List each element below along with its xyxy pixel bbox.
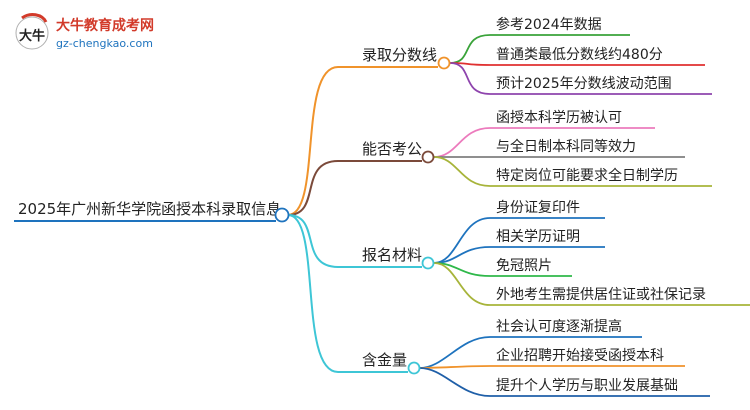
leaf-node-label: 相关学历证明 (496, 229, 580, 245)
leaf-connector (433, 262, 491, 306)
leaf-connector (433, 156, 491, 187)
leaf-node-label: 社会认可度逐渐提高 (496, 318, 622, 335)
leaf-connector (419, 336, 491, 369)
leaf-node-label: 函授本科学历被认可 (496, 110, 622, 126)
logo-mark-text: 大牛 (19, 28, 45, 44)
root-node-label: 2025年广州新华学院函授本科录取信息 (18, 200, 281, 218)
branch-connector (287, 214, 339, 373)
leaf-node-label: 外地考生需提供居住证或社保记录 (496, 287, 706, 303)
leaf-node-label: 身份证复印件 (496, 199, 580, 216)
logo-url: gz-chengkao.com (56, 37, 153, 50)
branch-node-label: 录取分数线 (362, 46, 437, 64)
leaf-node-label: 与全日制本科同等效力 (496, 138, 636, 155)
leaf-connector (433, 217, 491, 264)
leaf-node-label: 免冠照片 (496, 258, 552, 274)
branch-knot-icon (421, 256, 435, 270)
branch-knot-icon (437, 56, 451, 70)
logo-mark-icon (15, 16, 49, 50)
branch-node-label: 含金量 (362, 351, 407, 369)
leaf-connector (419, 367, 491, 397)
branch-knot-icon (407, 361, 421, 375)
leaf-connector (449, 34, 491, 64)
branch-connector (287, 160, 339, 216)
root-knot-icon (274, 207, 290, 223)
logo: 大牛 大牛教育成考网 gz-chengkao.com (15, 13, 154, 50)
leaf-connector (433, 127, 491, 158)
leaf-node-label: 参考2024年数据 (496, 16, 602, 33)
leaf-node-label: 提升个人学历与职业发展基础 (496, 377, 678, 394)
leaf-connector (449, 62, 491, 95)
branch-knot-icon (421, 150, 435, 164)
leaf-node-label: 普通类最低分数线约480分 (496, 47, 663, 63)
branch-node-label: 报名材料 (362, 246, 422, 264)
branch-connector (287, 66, 339, 216)
logo-swoosh-icon (21, 13, 48, 23)
leaf-node-label: 特定岗位可能要求全日制学历 (496, 167, 678, 184)
branch-connector (287, 214, 339, 268)
leaf-node-label: 企业招聘开始接受函授本科 (496, 347, 664, 364)
branch-node-label: 能否考公 (362, 140, 422, 158)
logo-name: 大牛教育成考网 (56, 17, 154, 34)
leaf-node-label: 预计2025年分数线波动范围 (496, 75, 672, 92)
